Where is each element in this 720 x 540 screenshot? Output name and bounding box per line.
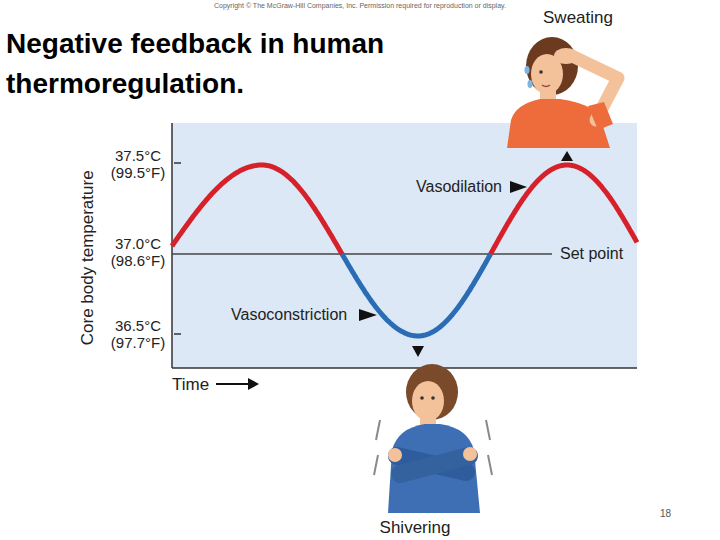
shivering-person: [374, 364, 492, 513]
sweat-drop: [528, 80, 533, 88]
arrowhead: [359, 309, 377, 321]
sweating-woman: [507, 37, 618, 148]
hand: [388, 448, 402, 462]
mouth: [542, 85, 550, 87]
axis-value: 37.0°C (98.6°F): [103, 235, 173, 269]
hand: [463, 447, 477, 461]
curve-label: Vasodilation: [416, 178, 502, 196]
copyright-note: Copyright © The McGraw-Hill Companies, I…: [160, 2, 560, 10]
tick: [174, 162, 181, 164]
hair: [526, 37, 578, 95]
eye: [431, 396, 435, 400]
face: [412, 381, 444, 421]
axis-value: 36.5°C (97.7°F): [103, 317, 173, 351]
x-axis: [172, 367, 637, 369]
plot-area: [172, 123, 637, 368]
response-label: Sweating: [528, 8, 628, 28]
eye: [539, 70, 543, 74]
axis-title: Core body temperature: [78, 148, 98, 368]
arrowhead: [510, 181, 527, 193]
curve-label: Vasoconstriction: [231, 306, 347, 324]
temperature-curve-cool: [342, 254, 491, 336]
page-number: 18: [660, 508, 671, 520]
arrowhead: [412, 346, 424, 357]
eye: [420, 396, 424, 400]
hair: [406, 364, 458, 420]
set-point-label: Set point: [560, 245, 623, 263]
tick: [174, 333, 181, 335]
axis-value: 37.5°C (99.5°F): [103, 147, 173, 181]
crossed-arm: [400, 456, 469, 474]
temperature-curve-warm: [172, 165, 637, 254]
response-label: Shivering: [365, 518, 465, 538]
axis-title: Time: [172, 375, 209, 395]
sleeve: [588, 102, 613, 130]
set-point-line: [172, 253, 552, 255]
sweater: [388, 424, 480, 513]
shiver-lines: [374, 420, 492, 475]
arrowhead: [248, 378, 259, 390]
figure-title: Negative feedback in human thermoregulat…: [6, 24, 476, 104]
arrowhead: [561, 151, 573, 161]
sweat-drop: [525, 66, 530, 74]
time-arrow-line: [216, 383, 249, 385]
hand: [554, 48, 578, 64]
